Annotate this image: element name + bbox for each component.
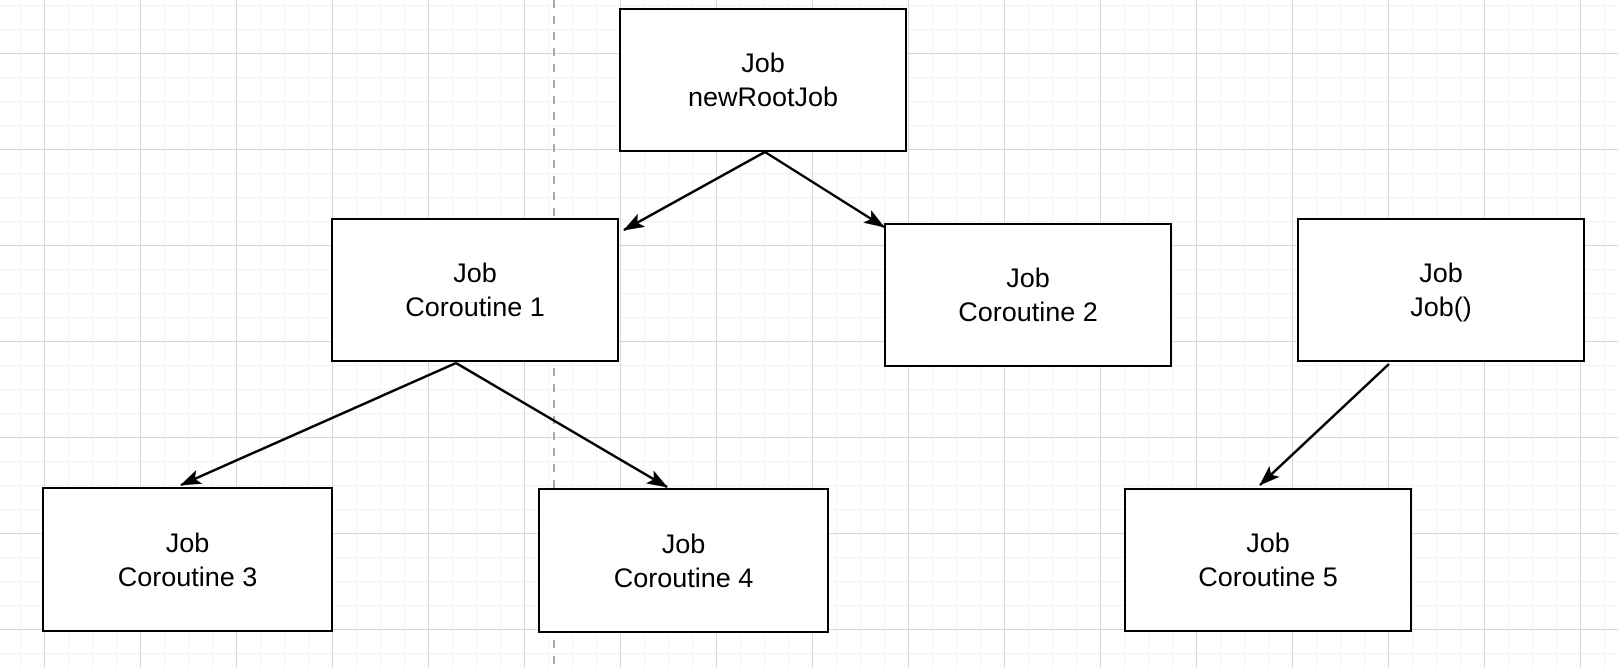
node-type-label: Job xyxy=(741,48,785,78)
node-type-label: Job xyxy=(453,258,497,288)
node-type-label: Job xyxy=(1419,258,1463,288)
node-job-coroutine-5[interactable]: Job Coroutine 5 xyxy=(1124,488,1412,632)
node-name-label: newRootJob xyxy=(687,82,839,112)
edge-coroutine1-to-coroutine4[interactable] xyxy=(455,361,668,489)
node-name-label: Coroutine 4 xyxy=(613,562,754,593)
node-job-coroutine-2[interactable]: Job Coroutine 2 xyxy=(884,223,1172,367)
node-job-newrootjob[interactable]: Job newRootJob xyxy=(619,8,907,152)
node-name-label: Coroutine 3 xyxy=(117,561,258,592)
node-job-factory[interactable]: Job Job() xyxy=(1297,218,1585,362)
node-type-label: Job xyxy=(1246,528,1290,558)
edge-newrootjob-to-coroutine2[interactable] xyxy=(764,150,885,229)
node-job-coroutine-4[interactable]: Job Coroutine 4 xyxy=(538,488,829,633)
edge-jobfactory-to-coroutine5[interactable] xyxy=(1259,363,1390,486)
node-type-label: Job xyxy=(165,527,210,558)
node-name-label: Coroutine 2 xyxy=(958,297,1098,327)
node-name-label: Coroutine 1 xyxy=(405,292,545,322)
node-name-label: Job() xyxy=(1410,292,1472,322)
node-name-label: Coroutine 5 xyxy=(1198,562,1338,592)
node-job-coroutine-3[interactable]: Job Coroutine 3 xyxy=(42,487,333,632)
edge-coroutine1-to-coroutine3[interactable] xyxy=(180,361,457,487)
node-type-label: Job xyxy=(661,528,706,559)
node-type-label: Job xyxy=(1006,263,1050,293)
node-job-coroutine-1[interactable]: Job Coroutine 1 xyxy=(331,218,619,362)
edge-newrootjob-to-coroutine1[interactable] xyxy=(623,150,766,232)
